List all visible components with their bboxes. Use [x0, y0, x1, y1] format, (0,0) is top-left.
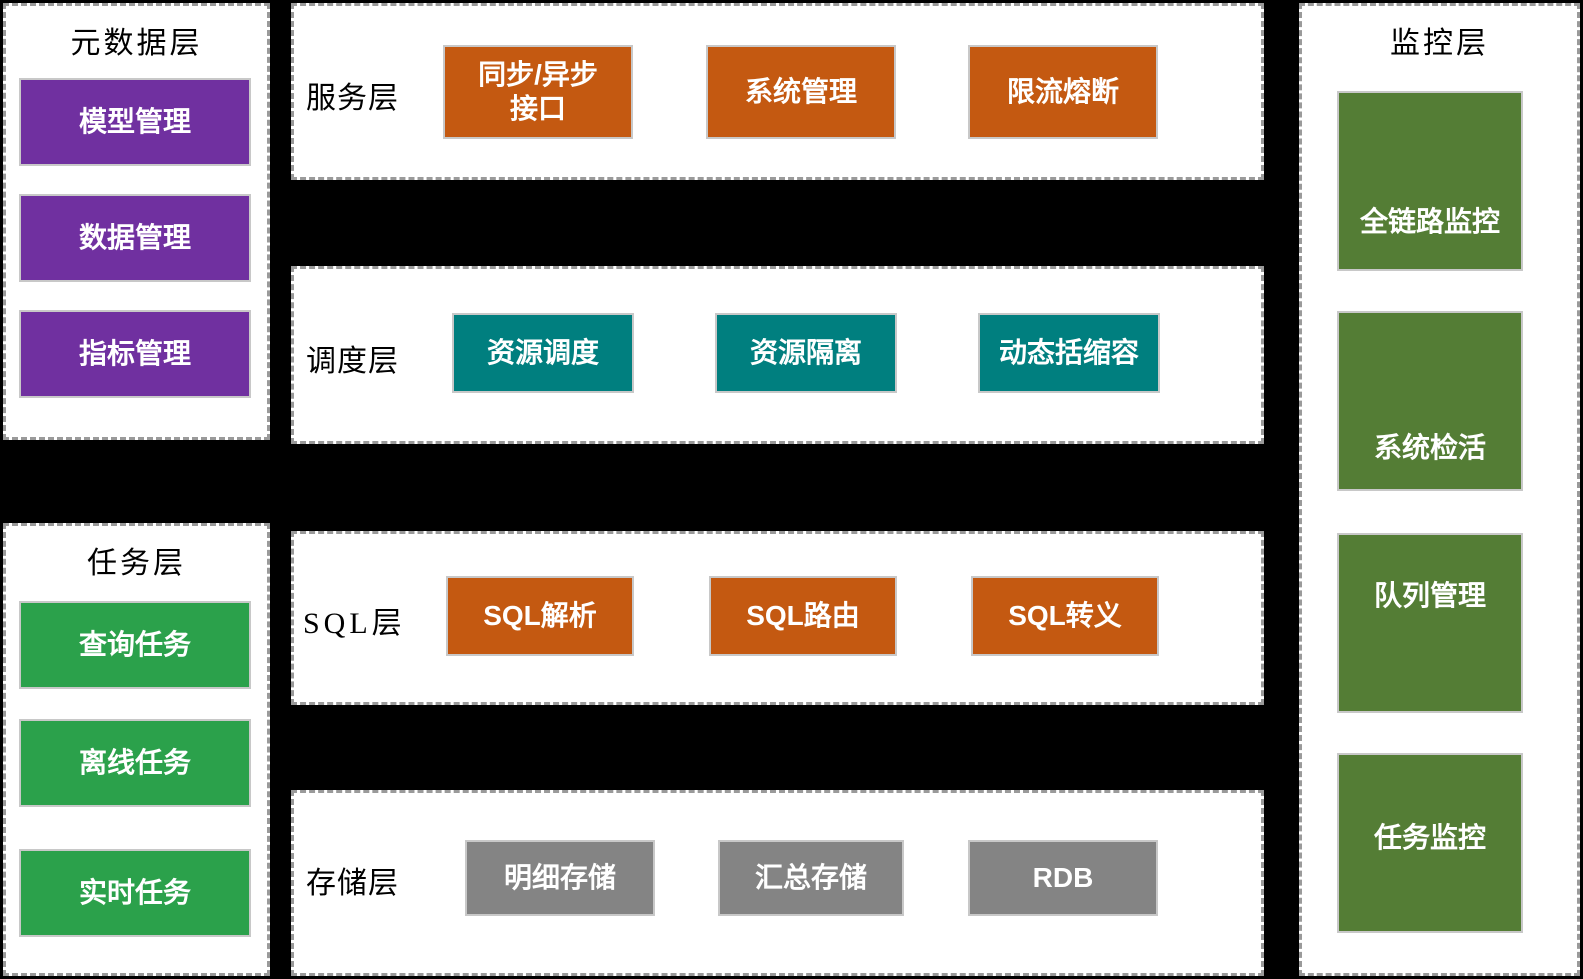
- sql-block-sql-escape[interactable]: SQL转义: [971, 576, 1159, 656]
- monitor-layer-title: 监控层: [1390, 27, 1489, 60]
- metadata-block-model-management[interactable]: 模型管理: [19, 78, 251, 166]
- sql-block-sql-route[interactable]: SQL路由: [709, 576, 897, 656]
- schedule-layer-label: 调度层: [306, 345, 399, 378]
- schedule-block-resource-scheduling[interactable]: 资源调度: [452, 313, 634, 393]
- service-layer-label: 服务层: [306, 82, 399, 115]
- storage-block-summary-storage[interactable]: 汇总存储: [718, 840, 904, 916]
- storage-layer-label: 存储层: [306, 867, 399, 900]
- service-block-system-management[interactable]: 系统管理: [706, 45, 896, 139]
- task-block-offline-task[interactable]: 离线任务: [19, 719, 251, 807]
- monitor-block-queue-management[interactable]: 队列管理: [1337, 533, 1523, 713]
- metadata-layer-title: 元数据层: [70, 27, 203, 60]
- monitor-block-full-link-monitoring[interactable]: 全链路监控: [1337, 91, 1523, 271]
- metadata-block-metric-management[interactable]: 指标管理: [19, 310, 251, 398]
- schedule-block-dynamic-scaling[interactable]: 动态括缩容: [978, 313, 1160, 393]
- task-block-realtime-task[interactable]: 实时任务: [19, 849, 251, 937]
- service-block-rate-limit-circuit-breaker[interactable]: 限流熔断: [968, 45, 1158, 139]
- service-block-sync-async-interface[interactable]: 同步/异步 接口: [443, 45, 633, 139]
- metadata-block-data-management[interactable]: 数据管理: [19, 194, 251, 282]
- storage-block-rdb[interactable]: RDB: [968, 840, 1158, 916]
- task-block-query-task[interactable]: 查询任务: [19, 601, 251, 689]
- task-layer-title: 任务层: [87, 547, 186, 580]
- monitor-block-task-monitoring[interactable]: 任务监控: [1337, 753, 1523, 933]
- sql-block-sql-parse[interactable]: SQL解析: [446, 576, 634, 656]
- monitor-block-system-liveness-check[interactable]: 系统检活: [1337, 311, 1523, 491]
- sql-layer-label: SQL层: [303, 607, 406, 640]
- storage-block-detail-storage[interactable]: 明细存储: [465, 840, 655, 916]
- schedule-block-resource-isolation[interactable]: 资源隔离: [715, 313, 897, 393]
